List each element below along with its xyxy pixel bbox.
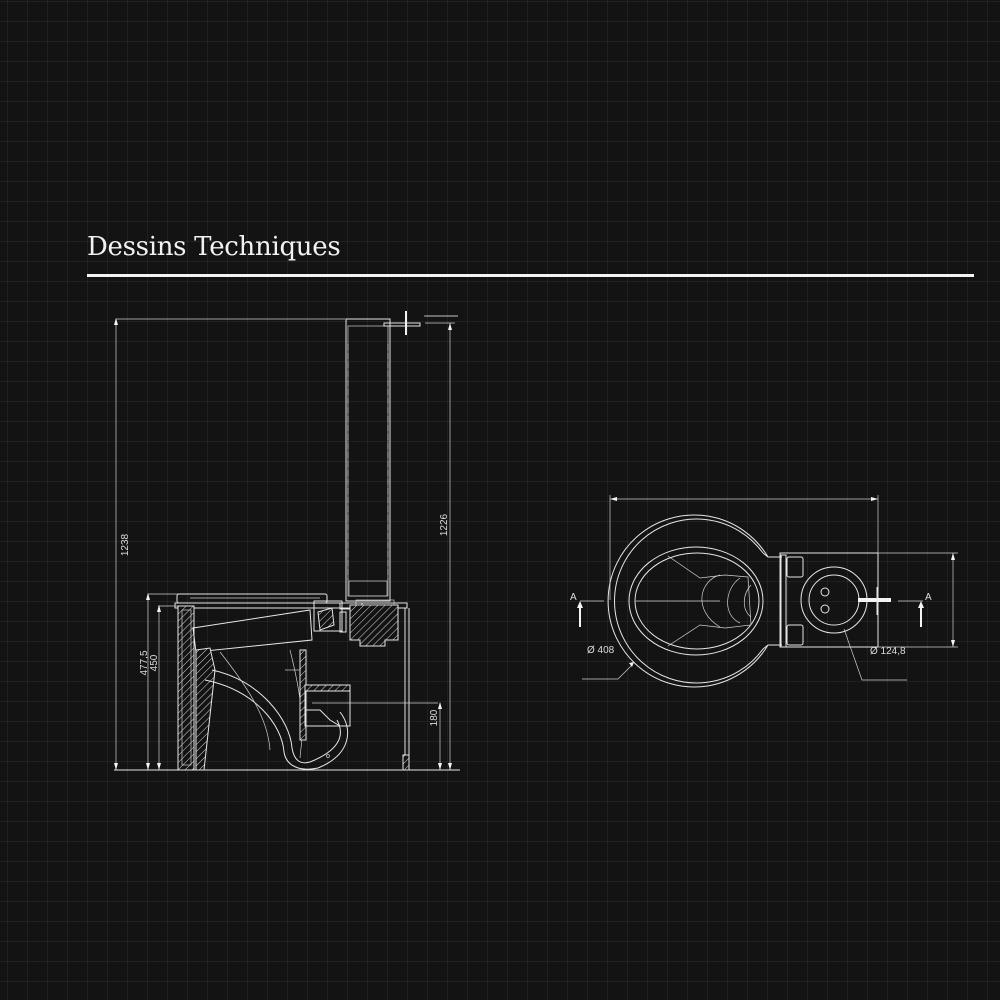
top-view-drawing: A A Ø 408 Ø 124,8 bbox=[570, 495, 958, 688]
toilet-seat bbox=[174, 593, 408, 609]
flush-button-2 bbox=[820, 604, 830, 614]
section-marker-right: A bbox=[898, 592, 932, 627]
bowl-inner bbox=[628, 546, 764, 656]
dimension-bowl-diameter: Ø 408 bbox=[582, 645, 634, 680]
page-title: Dessins Techniques bbox=[87, 232, 341, 262]
dimension-label-450: 450 bbox=[149, 654, 160, 671]
cistern-fitting bbox=[313, 599, 399, 647]
dimension-label-1226: 1226 bbox=[439, 513, 450, 536]
svg-text:A: A bbox=[570, 592, 577, 603]
side-view-drawing: 1238 1226 bbox=[114, 311, 460, 771]
dimension-outlet-height: 180 bbox=[429, 702, 442, 770]
dimension-label-408: Ø 408 bbox=[587, 645, 615, 656]
dimension-label-124-8: Ø 124,8 bbox=[870, 646, 906, 657]
bowl-outer-rim bbox=[607, 514, 769, 688]
dimension-cistern-height: 1226 bbox=[425, 315, 458, 770]
title-underline bbox=[87, 274, 974, 277]
cistern-tank bbox=[345, 311, 458, 602]
dimension-label-180: 180 bbox=[429, 709, 440, 726]
cistern-outer-circle bbox=[800, 566, 868, 634]
dimension-overall-height: 1238 bbox=[114, 318, 345, 770]
dimension-label-477-5: 477,5 bbox=[139, 650, 150, 675]
section-marker-left: A bbox=[570, 592, 604, 627]
svg-text:A: A bbox=[925, 592, 932, 603]
toilet-bowl-section bbox=[114, 605, 460, 771]
dimension-cistern-diameter: Ø 124,8 bbox=[843, 628, 907, 681]
dimension-rim-height: 450 bbox=[149, 605, 180, 770]
dimension-seat-height: 477,5 bbox=[139, 593, 178, 770]
dimension-label-1238: 1238 bbox=[120, 533, 131, 556]
dimension-overall-length bbox=[609, 495, 879, 600]
flush-button-1 bbox=[820, 587, 830, 597]
